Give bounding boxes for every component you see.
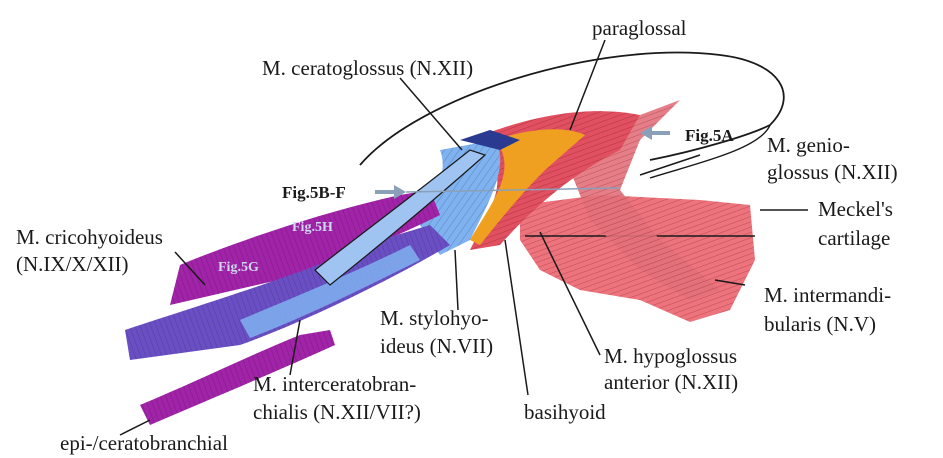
- label-meckel-1: Meckel's: [818, 197, 893, 221]
- label-interceratobranchialis-2: chialis (N.XII/VII?): [253, 400, 421, 424]
- label-basihyoid: basihyoid: [524, 400, 606, 424]
- label-intermandibularis-1: M. intermandi-: [764, 283, 891, 307]
- label-stylohyoideus-1: M. stylohyo-: [380, 306, 489, 330]
- label-genioglossus-2: glossus (N.XII): [767, 160, 898, 184]
- label-epi-ceratobranchial: epi-/ceratobranchial: [60, 431, 228, 455]
- label-cricohyoideus-2: (N.IX/X/XII): [16, 252, 129, 276]
- label-fig5h: Fig.5H: [292, 216, 333, 240]
- label-meckel-2: cartilage: [818, 226, 890, 250]
- label-intermandibularis-2: bularis (N.V): [764, 312, 876, 336]
- label-cricohyoideus-1: M. cricohyoideus: [16, 225, 163, 249]
- label-ceratoglossus: M. ceratoglossus (N.XII): [262, 56, 473, 80]
- label-fig5a: Fig.5A: [685, 124, 734, 148]
- label-hypoglossus-2: anterior (N.XII): [604, 370, 738, 394]
- label-interceratobranchialis-1: M. interceratobran-: [253, 372, 416, 396]
- label-fig5g: Fig.5G: [218, 256, 259, 280]
- label-stylohyoideus-2: ideus (N.VII): [380, 334, 493, 358]
- label-genioglossus-1: M. genio-: [767, 133, 850, 157]
- label-hypoglossus-1: M. hypoglossus: [604, 344, 737, 368]
- label-paraglossal: paraglossal: [592, 16, 686, 40]
- label-fig5bf: Fig.5B-F: [282, 181, 346, 205]
